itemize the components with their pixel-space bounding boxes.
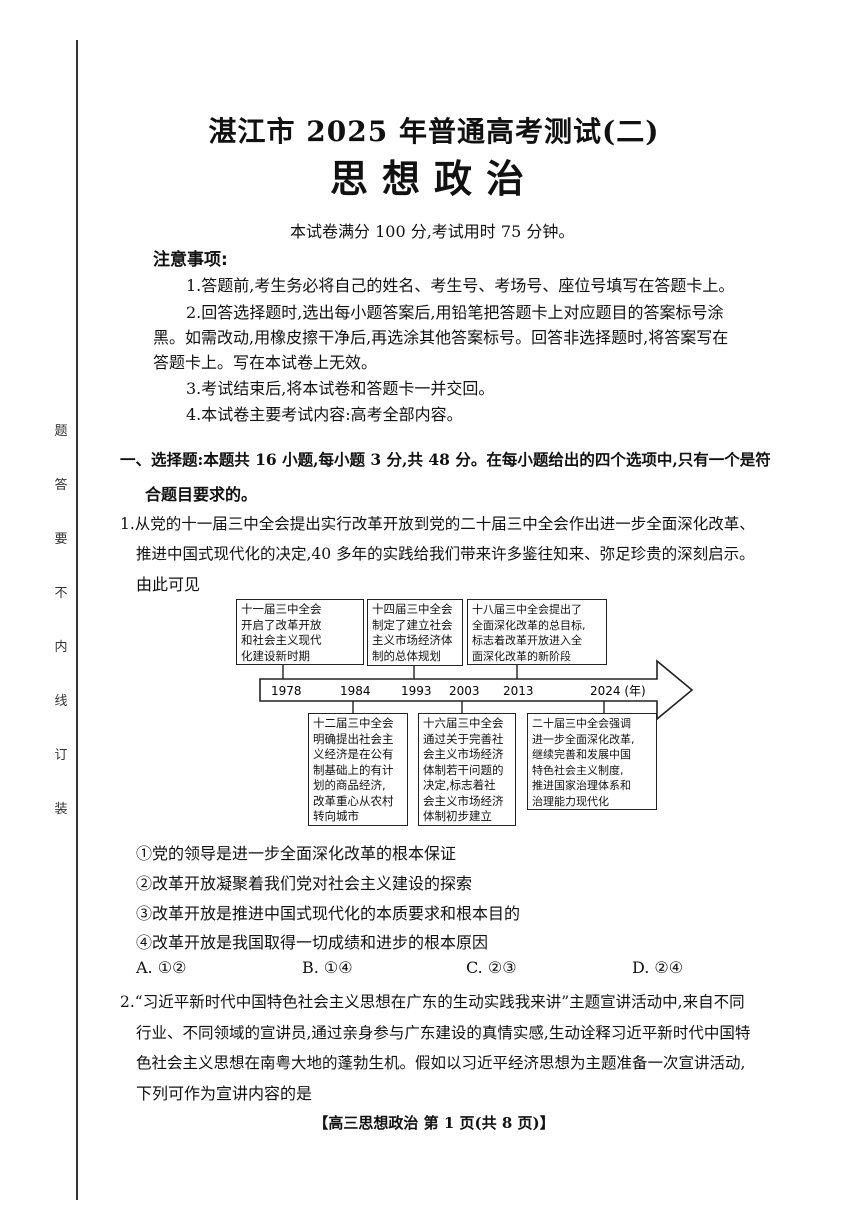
box-line: 决定,标志着社 (423, 778, 496, 792)
option-c: C. ②③ (466, 958, 517, 977)
question-stem: 行业、不同领域的宣讲员,通过亲身参与广东建设的真情实感,生动诠释习近平新时代中国… (136, 1024, 751, 1042)
timeline-box-2003: 十六届三中全会 通过关于完善社 会主义市场经济 体制若干问题的 决定,标志着社 … (418, 713, 516, 826)
box-line: 会主义市场经济 (423, 747, 504, 761)
box-line: 主义市场经济体 (372, 633, 453, 647)
question-stem: 下列可作为宣讲内容的是 (136, 1084, 313, 1103)
margin-char: 不 (54, 586, 68, 601)
box-line: 十四届三中全会 (372, 602, 453, 616)
statement: ③改革开放是推进中国式现代化的本质要求和根本目的 (136, 904, 521, 923)
section-heading: 一、选择题:本题共 16 小题,每小题 3 分,共 48 分。在每小题给出的四个… (120, 450, 771, 469)
timeline-box-2024: 二十届三中全会强调 进一步全面深化改革, 继续完善和发展中国 特色社会主义制度,… (527, 713, 657, 810)
year-label: 1978 (271, 684, 302, 698)
box-line: 和社会主义现代 (241, 633, 322, 647)
box-line: 十二届三中全会 (313, 716, 394, 730)
year-label: 2013 (503, 684, 534, 698)
box-line: 全面深化改革的总目标, (472, 618, 586, 632)
margin-char: 题 (54, 424, 68, 439)
year-label: 1984 (340, 684, 371, 698)
option-a: A. ①② (136, 958, 187, 977)
box-line: 明确提出社会主 (313, 731, 394, 746)
timeline-box-1993: 十四届三中全会 制定了建立社会 主义市场经济体 制的总体规划 (367, 599, 463, 666)
question-stem: 1.从党的十一届三中全会提出实行改革开放到党的二十届三中全会作出进一步全面深化改… (120, 515, 755, 533)
box-line: 进一步全面深化改革, (532, 732, 635, 746)
notice-item: 3.考试结束后,将本试卷和答题卡一并交回。 (186, 379, 495, 398)
box-line: 改革重心从农村 (313, 793, 394, 808)
box-line: 制定了建立社会 (372, 617, 453, 632)
box-line: 十一届三中全会 (241, 602, 322, 616)
score-line: 本试卷满分 100 分,考试用时 75 分钟。 (290, 222, 575, 241)
binding-line (76, 40, 78, 1200)
box-line: 推进国家治理体系和 (532, 779, 631, 792)
subject-title: 思想政治 (329, 156, 538, 201)
box-line: 义经济是在公有 (313, 747, 394, 761)
margin-char: 要 (54, 532, 68, 547)
box-line: 会主义市场经济 (423, 793, 504, 808)
question-stem: 推进中国式现代化的决定,40 多年的实践给我们带来许多鉴往知来、弥足珍贵的深刻启… (136, 545, 755, 563)
timeline-box-2013: 十八届三中全会提出了 全面深化改革的总目标, 标志着改革开放进入全 面深化改革的… (467, 599, 607, 665)
option-b: B. ①④ (302, 958, 353, 977)
question-stem: 2.“习近平新时代中国特色社会主义思想在广东的生动实践我来讲”主题宣讲活动中,来… (120, 993, 745, 1011)
box-line: 通过关于完善社 (423, 731, 504, 746)
section-heading: 合题目要求的。 (145, 485, 258, 504)
option-d: D. ②④ (632, 958, 684, 977)
box-line: 化建设新时期 (241, 648, 310, 663)
box-line: 二十届三中全会强调 (532, 717, 631, 730)
notice-title: 注意事项: (153, 250, 228, 270)
binding-margin-text: 题 答 要 不 内 线 订 装 (52, 420, 70, 852)
notice-item: 1.答题前,考生务必将自己的姓名、考生号、考场号、座位号填写在答题卡上。 (186, 276, 735, 295)
box-line: 标志着改革开放进入全 (472, 634, 582, 647)
year-label: 2024 (年) (590, 684, 646, 698)
timeline-box-1984: 十二届三中全会 明确提出社会主 义经济是在公有 制基础上的有计 划的商品经济, … (308, 713, 408, 826)
box-line: 特色社会主义制度, (532, 763, 624, 777)
statement: ④改革开放是我国取得一切成绩和进步的根本原因 (136, 933, 489, 952)
box-line: 转向城市 (313, 809, 359, 823)
box-line: 继续完善和发展中国 (532, 748, 631, 761)
notice-item: 4.本试卷主要考试内容:高考全部内容。 (186, 405, 463, 424)
box-line: 划的商品经济, (313, 778, 386, 792)
box-line: 面深化改革的新阶段 (472, 649, 571, 663)
timeline-arrow (259, 659, 694, 721)
box-line: 体制初步建立 (423, 809, 492, 823)
margin-char: 线 (54, 694, 68, 709)
year-label: 1993 (401, 684, 432, 698)
margin-char: 内 (54, 640, 68, 655)
timeline-box-1978: 十一届三中全会 开启了改革开放 和社会主义现代 化建设新时期 (236, 599, 364, 665)
notice-item: 黑。如需改动,用橡皮擦干净后,再选涂其他答案标号。回答非选择题时,将答案写在 (153, 328, 729, 347)
box-line: 十六届三中全会 (423, 716, 504, 730)
question-stem: 由此可见 (136, 575, 201, 594)
box-line: 开启了改革开放 (241, 617, 322, 632)
notice-item: 2.回答选择题时,选出每小题答案后,用铅笔把答题卡上对应题目的答案标号涂 (186, 303, 724, 322)
statement: ①党的领导是进一步全面深化改革的根本保证 (136, 844, 457, 863)
margin-char: 装 (54, 802, 68, 817)
box-line: 制的总体规划 (372, 648, 441, 663)
exam-title: 湛江市 2025 年普通高考测试(二) (208, 115, 660, 148)
year-label: 2003 (449, 684, 480, 698)
notice-item: 答题卡上。写在本试卷上无效。 (153, 353, 378, 372)
page-footer: 【高三思想政治 第 1 页(共 8 页)】 (313, 1114, 555, 1132)
box-line: 体制若干问题的 (423, 762, 504, 777)
statement: ②改革开放凝聚着我们党对社会主义建设的探索 (136, 874, 473, 893)
question-stem: 色社会主义思想在南粤大地的蓬勃生机。假如以习近平经济思想为主题准备一次宣讲活动, (136, 1054, 746, 1072)
box-line: 制基础上的有计 (313, 762, 394, 777)
margin-char: 答 (54, 478, 68, 493)
box-line: 十八届三中全会提出了 (472, 603, 582, 616)
margin-char: 订 (54, 748, 68, 763)
box-line: 治理能力现代化 (532, 794, 609, 808)
